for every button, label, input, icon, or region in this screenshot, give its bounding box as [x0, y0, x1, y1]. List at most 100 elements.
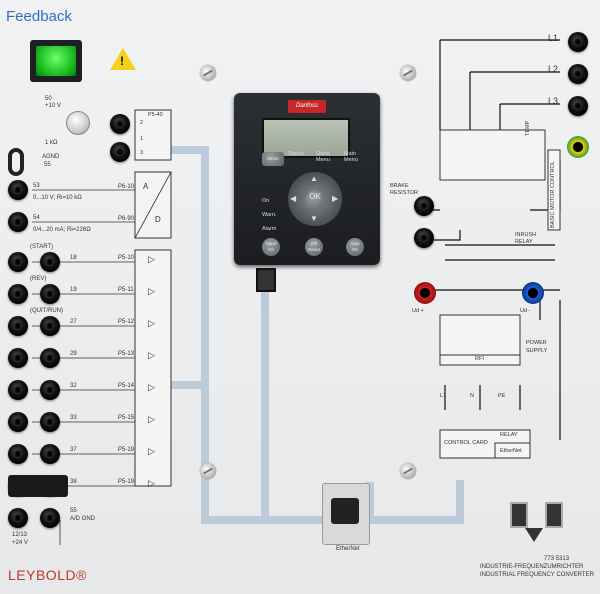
buffer-icon: ▷	[148, 446, 155, 456]
digital-socket-a[interactable]	[8, 412, 28, 432]
ethernet-label: EtherNet	[336, 546, 360, 552]
leybold-logo: LEYBOLD®	[8, 567, 87, 583]
warning-exclamation: !	[120, 54, 124, 68]
analog-input-53[interactable]	[8, 180, 28, 200]
buffer-icon: ▷	[148, 286, 155, 296]
digital-par: P5-14	[118, 383, 135, 389]
l1-socket[interactable]	[568, 32, 588, 52]
power-switch[interactable]	[30, 40, 82, 82]
relay-name: P5-40	[148, 112, 163, 118]
screw-icon	[200, 463, 216, 479]
line-l2: L2	[548, 64, 559, 74]
ok-button[interactable]: OK	[305, 190, 325, 210]
pot-top: 50	[45, 96, 52, 102]
key-quick: Quick	[316, 151, 331, 157]
buffer-icon: ▷	[148, 350, 155, 360]
usb-socket-2[interactable]	[545, 502, 563, 528]
digital-socket-a[interactable]	[8, 252, 28, 272]
led-on: On	[262, 198, 270, 204]
key-status: Status	[288, 151, 304, 157]
digital-socket-b[interactable]	[40, 252, 60, 272]
ud-minus-label: Ud -	[520, 308, 531, 314]
usb-port[interactable]	[256, 268, 276, 292]
in1-desc: 0...10 V; Ri=10 kΩ	[33, 195, 82, 201]
digital-no: 32	[70, 383, 77, 389]
bridge-plug[interactable]	[8, 475, 68, 497]
supply-agnd: A/D GND	[70, 516, 96, 522]
supply-socket-24v[interactable]	[8, 508, 28, 528]
line-l3: L3	[548, 96, 559, 106]
product-number: 773 5313	[544, 556, 570, 562]
lcd-display	[262, 118, 350, 158]
digital-socket-b[interactable]	[40, 444, 60, 464]
digital-par: P5-15	[118, 415, 135, 421]
line-l1: L1	[548, 33, 559, 43]
brake-socket-1[interactable]	[414, 196, 434, 216]
control-card-label: CONTROL CARD	[444, 440, 488, 446]
digital-socket-b[interactable]	[40, 316, 60, 336]
supply-top: 12/13	[12, 532, 28, 538]
brake-label: BRAKE	[390, 183, 409, 189]
in1-no: 53	[33, 183, 40, 189]
relay-t1: 1	[140, 136, 144, 142]
digital-socket-a[interactable]	[8, 284, 28, 304]
relay-t2: 2	[140, 120, 144, 126]
led-alarm: Alarm	[262, 226, 277, 232]
right-arrow-icon[interactable]: ▶	[332, 194, 339, 203]
ud-plus-socket[interactable]	[414, 282, 436, 304]
inrush-label-2: RELAY	[515, 239, 533, 245]
pe-socket[interactable]	[567, 136, 589, 158]
digital-socket-a[interactable]	[8, 348, 28, 368]
menu-button[interactable]: Menu	[262, 152, 284, 166]
ethernet-connector[interactable]	[322, 483, 370, 545]
l2-socket[interactable]	[568, 64, 588, 84]
digital-par: P5-10	[118, 255, 135, 261]
key-main-2: Menu	[344, 157, 358, 163]
temp-label: TEMP	[525, 120, 531, 136]
relay-socket-2[interactable]	[110, 114, 130, 134]
pot-range: +10 V	[45, 103, 61, 109]
digital-socket-b[interactable]	[40, 380, 60, 400]
product-name-de: INDUSTRIE-FREQUENZUMRICHTER	[480, 564, 584, 570]
buffer-icon: ▷	[148, 414, 155, 424]
ad-d: D	[155, 215, 161, 224]
pot-agnd-no: 55	[44, 162, 51, 168]
digital-socket-a[interactable]	[8, 380, 28, 400]
l1-label: L1	[440, 393, 447, 399]
pot-res: 1 kΩ	[45, 140, 58, 146]
digital-socket-b[interactable]	[40, 348, 60, 368]
ud-minus-socket[interactable]	[522, 282, 544, 304]
supply-socket-gnd[interactable]	[40, 508, 60, 528]
digital-no: 38	[70, 479, 77, 485]
up-arrow-icon[interactable]: ▲	[310, 174, 318, 183]
digital-socket-a[interactable]	[8, 316, 28, 336]
digital-no: 29	[70, 351, 77, 357]
l3-socket[interactable]	[568, 96, 588, 116]
relay-socket-3[interactable]	[110, 142, 130, 162]
buffer-icon: ▷	[148, 254, 155, 264]
brand-feedback: Feedback	[6, 8, 72, 25]
usb-socket-1[interactable]	[510, 502, 528, 528]
in2-par: P6-90	[118, 216, 135, 222]
digital-name: (QUIT/RUN)	[30, 308, 63, 314]
digital-socket-a[interactable]	[8, 444, 28, 464]
analog-input-54[interactable]	[8, 212, 28, 232]
in2-desc: 0/4...20 mA; Ri=226Ω	[33, 227, 91, 233]
relay-t3: 3	[140, 150, 144, 156]
digital-socket-b[interactable]	[40, 284, 60, 304]
potentiometer-knob[interactable]	[66, 111, 90, 135]
brake-socket-2[interactable]	[414, 228, 434, 248]
digital-socket-b[interactable]	[40, 412, 60, 432]
digital-par: P5-19	[118, 447, 135, 453]
hand-label-2: On	[267, 247, 274, 252]
inrush-label: INRUSH	[515, 232, 537, 238]
screw-icon	[200, 65, 216, 81]
left-arrow-icon[interactable]: ◀	[290, 194, 297, 203]
jumper-cable	[8, 148, 24, 176]
down-arrow-icon[interactable]: ▼	[310, 214, 318, 223]
n-label: N	[470, 393, 474, 399]
digital-name: (REV)	[30, 276, 47, 282]
